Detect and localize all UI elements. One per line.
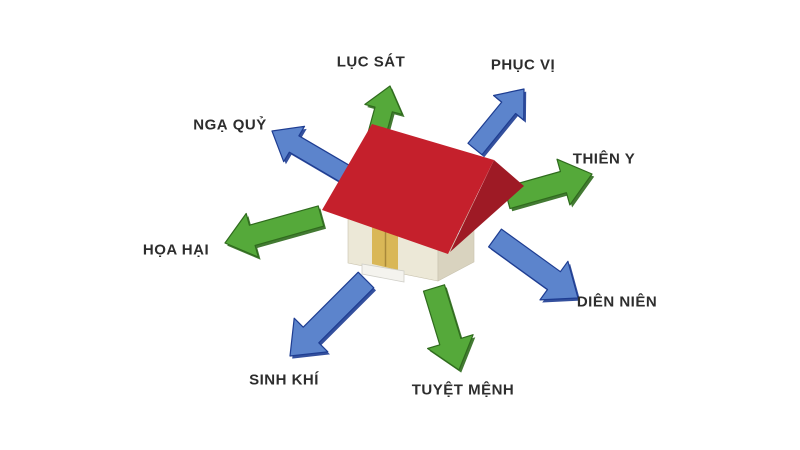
arrows-layer	[224, 85, 595, 373]
direction-label-thien-y: THIÊN Y	[572, 150, 636, 168]
house-door-step	[361, 263, 405, 283]
house-roof-side	[450, 160, 524, 252]
arrow-dien-nien	[488, 228, 579, 301]
arrow-hoa-hai	[224, 205, 325, 258]
house	[322, 124, 524, 283]
arrow-sinh-khi	[289, 271, 375, 357]
direction-label-sinh-khi: SINH KHÍ	[249, 371, 319, 389]
direction-label-nga-quy: NGẠ QUỶ	[193, 116, 267, 134]
direction-label-tuyet-menh: TUYỆT MỆNH	[411, 381, 515, 399]
arrow-nga-quy	[271, 125, 353, 184]
arrow-tuyet-menh	[422, 284, 474, 371]
direction-label-luc-sat: LỤC SÁT	[336, 53, 406, 71]
house-roof-front	[322, 124, 494, 254]
arrow-phuc-vi	[467, 88, 525, 156]
direction-label-phuc-vi: PHỤC VỊ	[490, 56, 556, 74]
direction-label-hoa-hai: HỌA HẠI	[142, 241, 210, 259]
direction-label-dien-nien: DIÊN NIÊN	[576, 293, 658, 311]
